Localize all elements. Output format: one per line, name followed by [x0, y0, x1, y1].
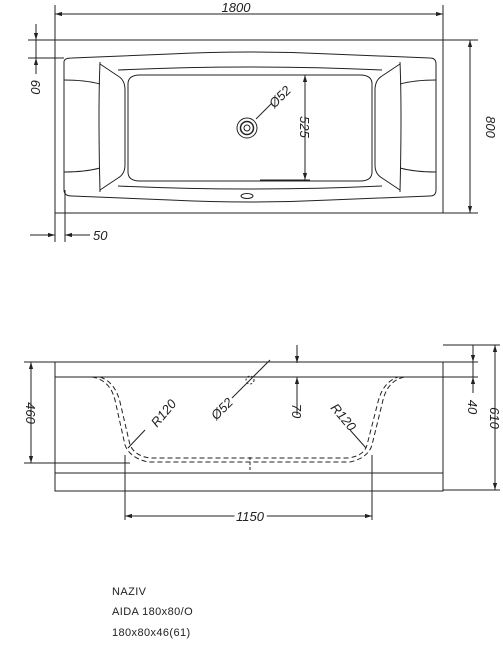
offset-label: 50	[93, 228, 108, 243]
caption-model: AIDA 180x80/O	[112, 606, 194, 618]
radius-right-label: R120	[328, 400, 360, 434]
drain-label-top: Ø52	[265, 82, 294, 111]
drain-label-side: Ø52	[207, 394, 236, 423]
drain-circle-side	[245, 375, 255, 385]
rim-label: 60	[28, 80, 43, 95]
inner-width-label: 525	[297, 116, 312, 138]
top-view	[28, 5, 478, 242]
drain-circle-outer	[236, 117, 258, 139]
width-label: 800	[483, 116, 498, 138]
radius-left-label: R120	[148, 396, 180, 430]
depth-label: 460	[23, 402, 38, 424]
overflow	[240, 193, 254, 199]
side-view	[24, 344, 500, 520]
basin-outer-contour	[63, 51, 437, 203]
length-label: 1800	[222, 0, 252, 15]
right-headrest	[399, 61, 402, 193]
caption-dimensions: 180x80x46(61)	[112, 627, 191, 639]
caption-title: NAZIV	[112, 586, 147, 598]
tub-outline-top	[54, 39, 444, 214]
left-headrest	[98, 61, 101, 193]
total-height-label: 610	[487, 407, 502, 429]
basin-inner-contour	[127, 74, 373, 182]
bottom-length-label: 1150	[236, 509, 265, 524]
rim-height-label: 40	[465, 400, 480, 415]
basin-profile	[91, 376, 406, 463]
step-label: 70	[289, 404, 304, 419]
tub-outline-side	[54, 361, 444, 492]
